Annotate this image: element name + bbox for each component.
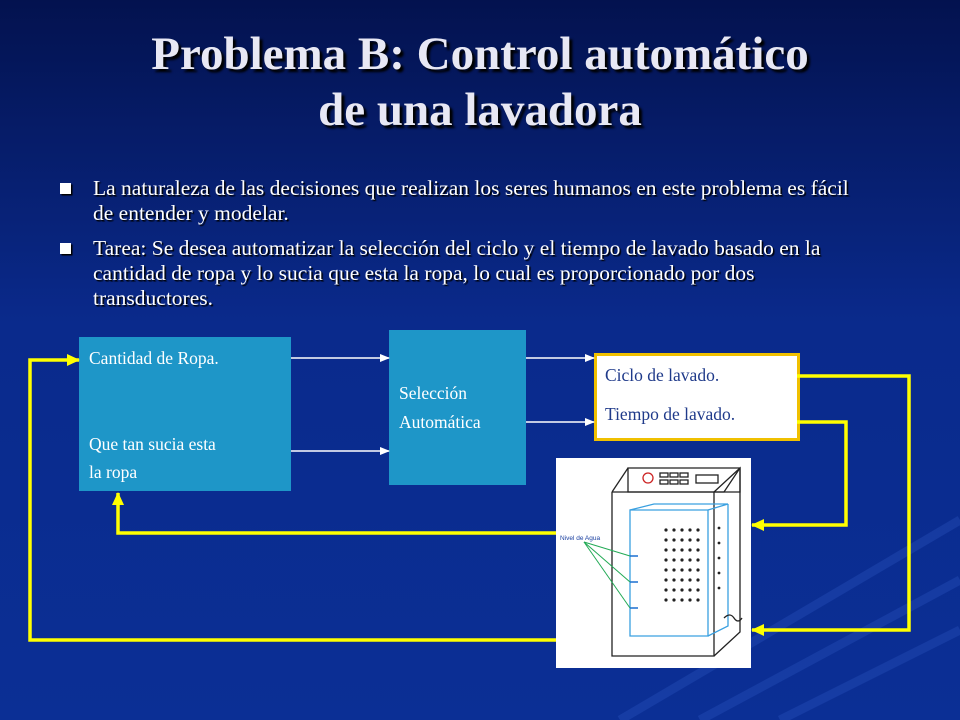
dirt-label-line-2: la ropa: [89, 462, 138, 482]
square-bullet-icon: [60, 243, 71, 254]
time-label: Tiempo de lavado.: [605, 404, 736, 424]
water-level-label: Nivel de Agua: [560, 535, 600, 542]
bullet-item: Tarea: Se desea automatizar la selección…: [60, 236, 850, 311]
washing-machine-icon: Nivel de Agua: [560, 466, 743, 657]
bullet-list: La naturaleza de las decisiones que real…: [60, 176, 850, 321]
bullet-text: La naturaleza de las decisiones que real…: [93, 176, 849, 225]
bullet-item: La naturaleza de las decisiones que real…: [60, 176, 850, 226]
input-box: Cantidad de Ropa. Que tan sucia esta la …: [79, 337, 291, 491]
selector-label-line-1: Selección: [399, 383, 468, 403]
bullet-text: Tarea: Se desea automatizar la selección…: [93, 236, 821, 310]
washing-machine-image: Nivel de Agua: [556, 458, 751, 668]
output-box: Ciclo de lavado. Tiempo de lavado.: [594, 353, 800, 441]
dirt-label-line-1: Que tan sucia esta: [89, 434, 216, 454]
slide-title: Problema B: Control automático de una la…: [40, 26, 920, 138]
selector-label-line-2: Automática: [399, 412, 481, 432]
cycle-label: Ciclo de lavado.: [605, 365, 720, 385]
square-bullet-icon: [60, 183, 71, 194]
title-line-2: de una lavadora: [318, 84, 642, 136]
selector-box: Selección Automática: [389, 330, 526, 485]
quantity-label: Cantidad de Ropa.: [89, 348, 219, 368]
title-line-1: Problema B: Control automático: [151, 28, 809, 80]
